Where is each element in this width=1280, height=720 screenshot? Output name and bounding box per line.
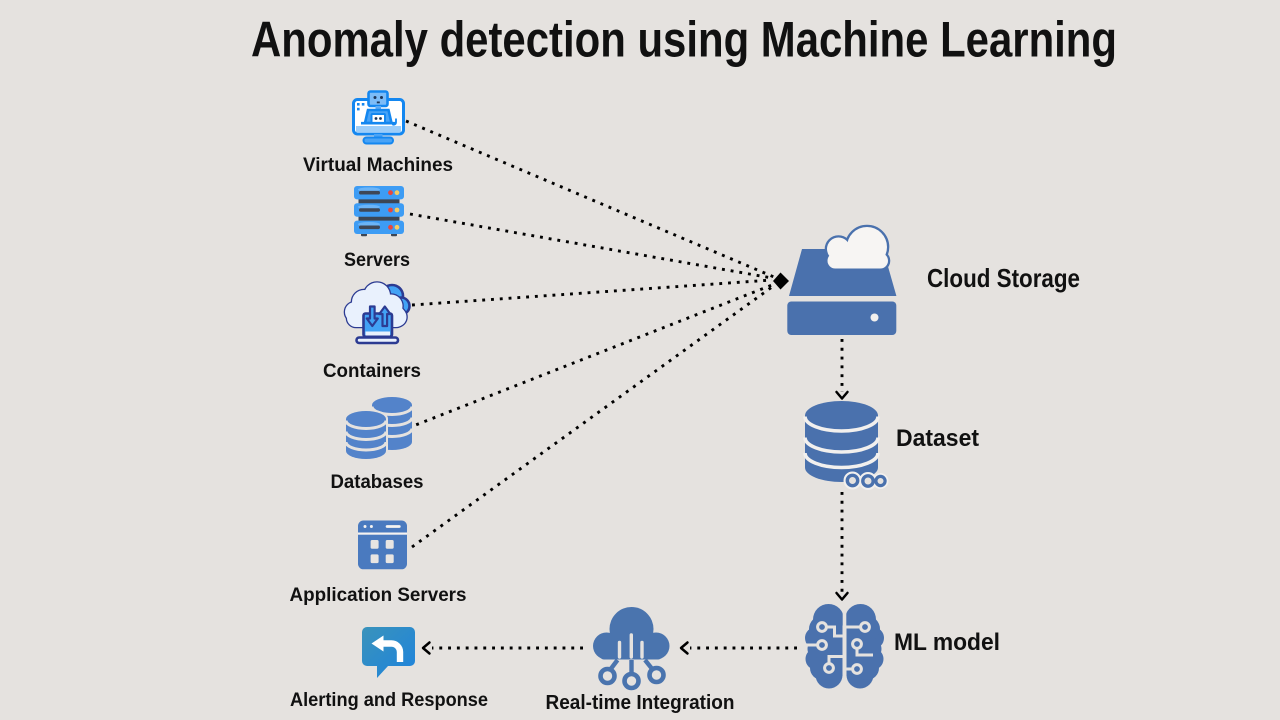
svg-text:Anomaly detection using Machin: Anomaly detection using Machine Learning	[251, 12, 1117, 68]
svg-text:Containers: Containers	[323, 361, 421, 382]
svg-text:Virtual Machines: Virtual Machines	[303, 155, 453, 176]
svg-text:Application Servers: Application Servers	[290, 585, 467, 606]
svg-text:Dataset: Dataset	[896, 425, 979, 452]
svg-text:ML model: ML model	[894, 629, 1000, 656]
svg-text:Servers: Servers	[344, 250, 410, 271]
svg-text:Real-time Integration: Real-time Integration	[546, 692, 735, 714]
svg-text:Cloud Storage: Cloud Storage	[927, 263, 1080, 293]
svg-text:Alerting and Response: Alerting and Response	[290, 690, 488, 711]
svg-text:Databases: Databases	[331, 472, 424, 493]
